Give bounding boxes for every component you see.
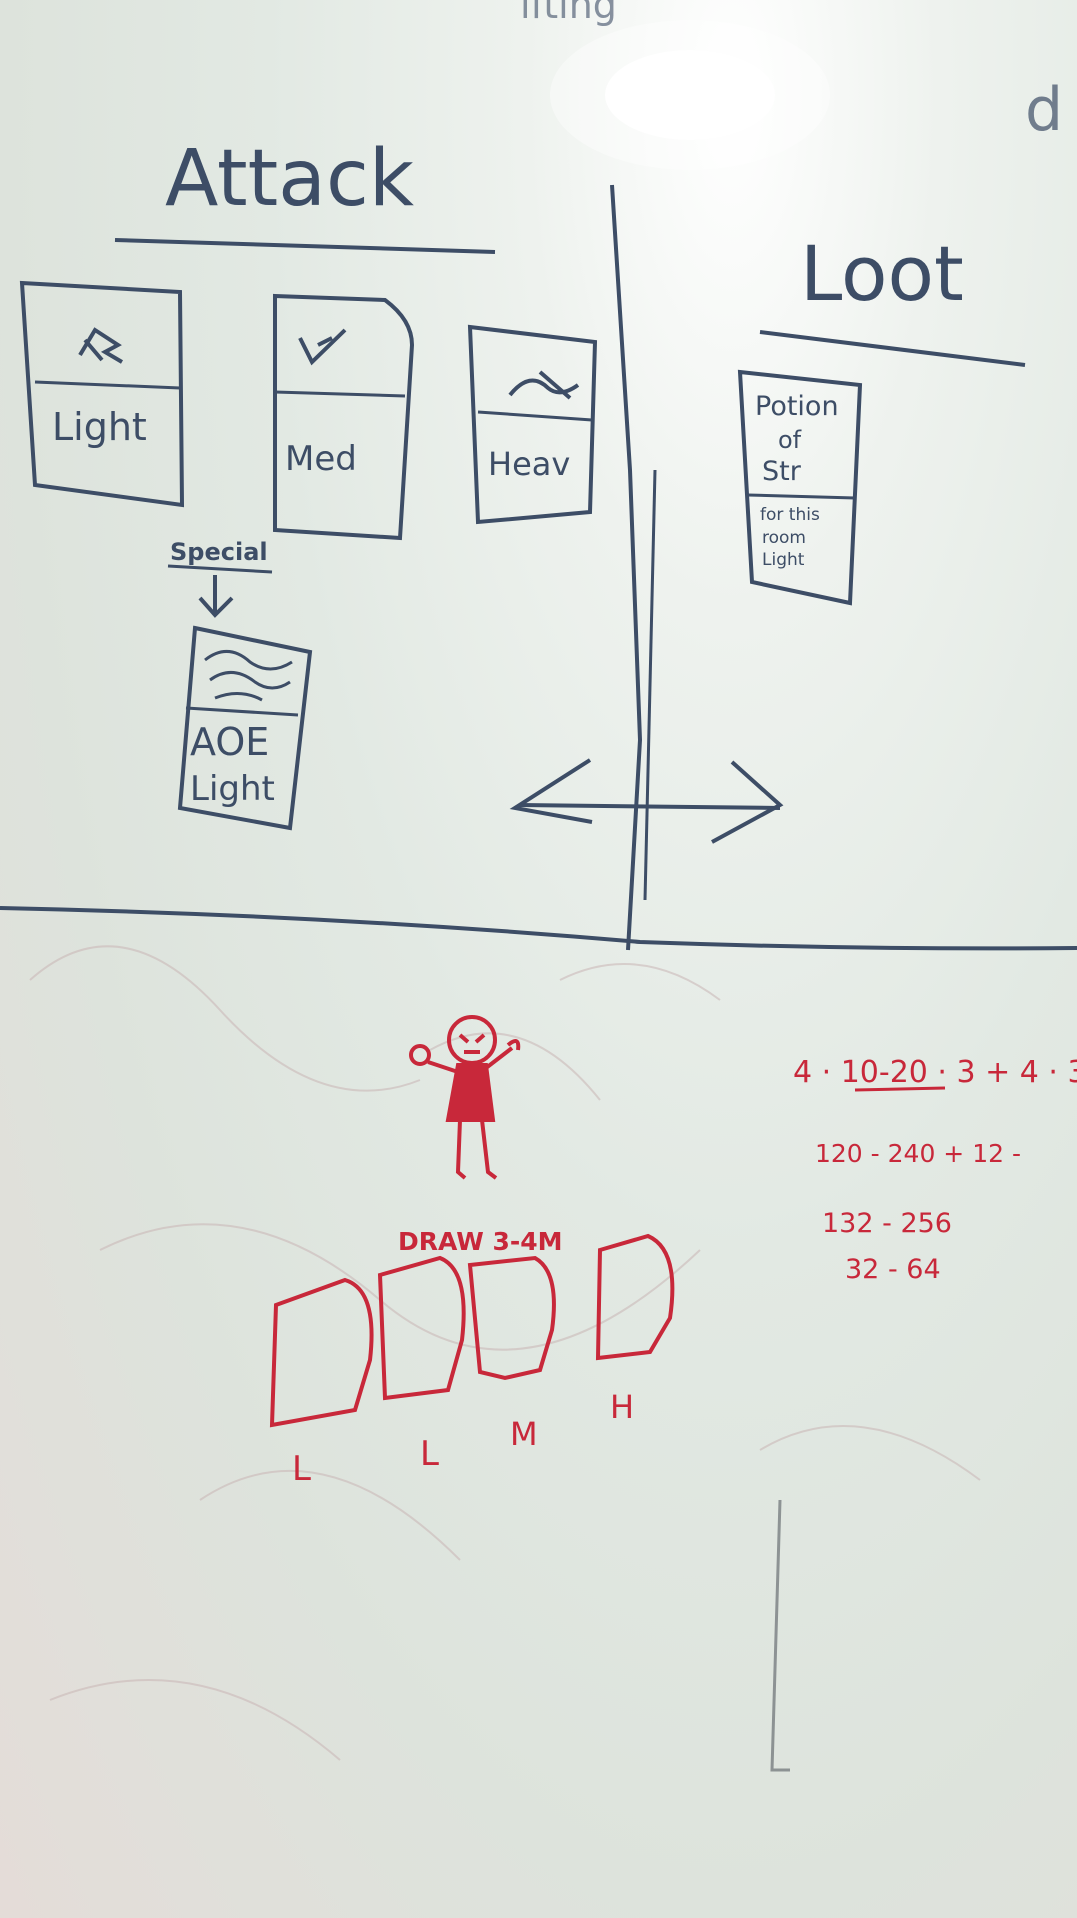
light-card-label: Light [52,405,147,449]
attack-heading: Attack [165,134,414,224]
faint-bracket [770,1499,790,1772]
card-letter-1: L [292,1449,311,1489]
attack-card-heavy: Heav [467,324,598,525]
math-line-1: 4 · 10-20 · 3 + 4 · 3 [793,1055,1077,1090]
card-letter-3: M [510,1415,538,1453]
loot-underline [759,330,1026,367]
light-glare [605,50,775,140]
loot-card-potion: Potion of Str for this room Light [737,369,863,606]
loot-card-line2: of [778,426,802,454]
medium-attack-icon [298,328,347,366]
medium-card-label: Med [285,439,357,479]
loot-card-line4: for this [760,505,820,525]
top-partial-text: ifting [520,0,617,27]
attack-card-light: Light [19,280,185,508]
draw-label: DRAW 3-4M [398,1227,563,1256]
heavy-attack-icon [508,370,580,400]
corner-partial-text: d [1025,75,1063,145]
aoe-line1: AOE [190,720,269,764]
special-card-aoe-light: AOE Light [177,625,313,831]
loot-card-line1: Potion [755,391,839,422]
aoe-wave-icon [204,650,293,702]
special-label: Special [170,538,268,566]
card-letter-4: H [610,1388,634,1426]
light-attack-icon [78,327,124,364]
section-divider [610,184,643,951]
aoe-line2: Light [190,769,275,809]
swipe-double-arrow [509,758,784,844]
math-line-4: 32 - 64 [845,1254,941,1285]
attack-underline [114,238,496,254]
card-letter-2: L [420,1434,439,1474]
math-line-3: 132 - 256 [822,1208,952,1239]
hand-of-cards [269,1233,675,1428]
heavy-card-label: Heav [488,445,570,483]
loot-card-line3: Str [762,456,802,487]
loot-card-line6: Light [762,550,805,570]
math-line-2: 120 - 240 + 12 - [815,1139,1021,1168]
horizontal-divider [0,906,1077,951]
red-stick-figure [409,1015,521,1180]
loot-card-line5: room [762,528,806,548]
loot-heading: Loot [800,229,964,318]
attack-card-medium: Med [273,293,415,541]
special-down-arrow [198,575,234,618]
